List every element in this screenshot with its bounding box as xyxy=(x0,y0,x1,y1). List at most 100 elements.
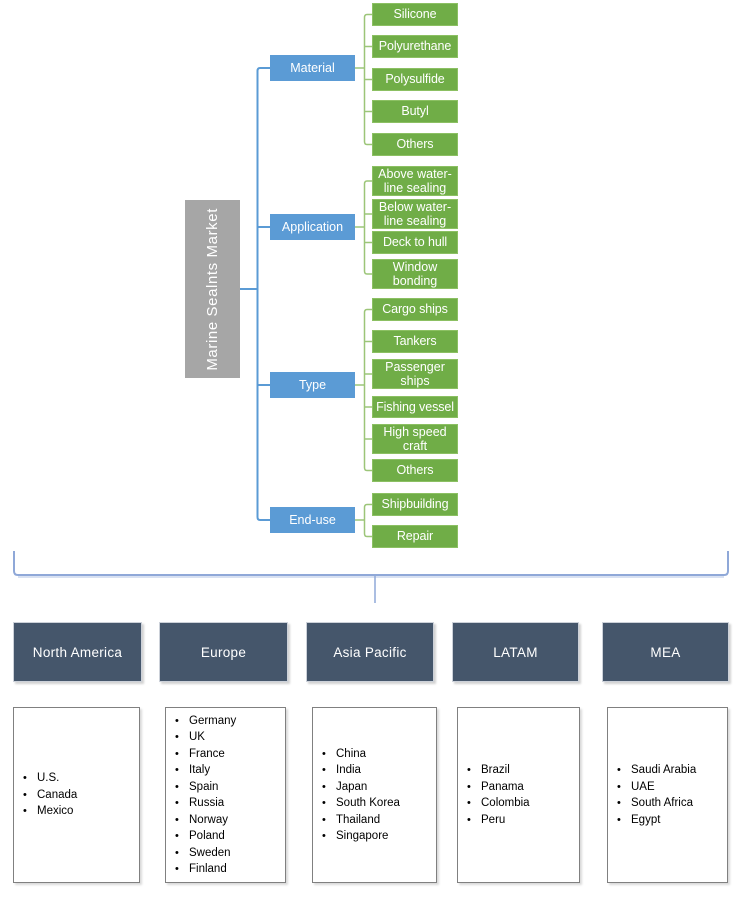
segment-child-butyl: Butyl xyxy=(372,100,458,123)
country-label: Mexico xyxy=(37,805,74,818)
bullet-icon: • xyxy=(175,797,179,809)
segment-child-label: Cargo ships xyxy=(382,302,448,317)
segment-child-label: Butyl xyxy=(401,104,429,119)
country-item: •China xyxy=(322,746,434,763)
region-header-label: MEA xyxy=(650,644,681,660)
bullet-icon: • xyxy=(617,797,621,809)
country-label: South Korea xyxy=(336,797,400,809)
country-item: •Sweden xyxy=(175,845,283,862)
country-item: • Mexico xyxy=(23,803,137,820)
bullet-icon: • xyxy=(322,830,326,842)
segment-child-repair: Repair xyxy=(372,525,458,548)
country-label: France xyxy=(189,747,225,760)
root-node-label: Marine Sealnts Market xyxy=(204,207,221,371)
bullet-icon: • xyxy=(322,813,326,826)
country-label: Panama xyxy=(481,780,524,793)
country-label: Germany xyxy=(189,714,237,727)
segment-child-others: Others xyxy=(372,459,458,482)
segment-child-label: Polyurethane xyxy=(378,39,452,54)
country-label: Egypt xyxy=(631,813,661,826)
region-countries-asia-pacific: •China•India•Japan•South Korea•Thailand•… xyxy=(312,707,437,883)
bullet-icon: • xyxy=(322,747,326,760)
bullet-icon: • xyxy=(467,780,471,793)
segment-child-high-speed-craft: High speed craft xyxy=(372,424,458,454)
segment-node-material: Material xyxy=(270,55,355,81)
country-item: • Germany xyxy=(175,713,283,730)
segment-child-above-water-line-sealing: Above water-line sealing xyxy=(372,166,458,196)
segment-node-label: End-use xyxy=(289,513,336,527)
bullet-icon: • xyxy=(23,788,27,801)
connector xyxy=(240,67,270,521)
country-label: Saudi Arabia xyxy=(631,764,697,776)
country-label: Norway xyxy=(189,813,228,826)
region-countries-latam: •Brazil•Panama•Colombia•Peru xyxy=(457,707,580,883)
country-item: •U.S. xyxy=(23,770,137,787)
segment-child-tankers: Tankers xyxy=(372,330,458,353)
country-label: Spain xyxy=(189,780,219,793)
bullet-icon: • xyxy=(322,780,326,793)
country-label: Italy xyxy=(189,764,211,776)
region-header-label: LATAM xyxy=(493,644,538,660)
segment-child-label: Window bonding xyxy=(392,259,438,289)
bullet-icon: • xyxy=(322,797,326,809)
country-item: • Finland xyxy=(175,861,283,878)
country-item: • Panama xyxy=(467,779,577,796)
country-item: •Spain xyxy=(175,779,283,796)
country-label: South Africa xyxy=(631,797,694,809)
region-header-europe: Europe xyxy=(159,622,288,682)
country-item: •Italy xyxy=(175,762,283,779)
country-item: • South Africa xyxy=(617,795,725,812)
bullet-icon: • xyxy=(175,731,179,743)
country-item: • Brazil xyxy=(467,762,577,779)
country-item: •UK xyxy=(175,729,283,746)
country-item: •Russia xyxy=(175,795,283,812)
segment-child-passenger-ships: Passenger ships xyxy=(372,359,458,389)
region-countries-mea: •Saudi Arabia•UAE•South Africa•Egypt xyxy=(607,707,728,883)
segment-child-cargo-ships: Cargo ships xyxy=(372,298,458,321)
bullet-icon: • xyxy=(617,764,621,776)
region-header-north-america: North America xyxy=(13,622,142,682)
region-countries-north-america: •U.S.•Canada•Mexico xyxy=(13,707,140,883)
bullet-icon: • xyxy=(175,830,179,842)
segment-node-label: Material xyxy=(290,61,335,75)
bullet-icon: • xyxy=(175,714,179,727)
bullet-icon: • xyxy=(23,805,27,818)
connector xyxy=(355,180,372,275)
segment-node-label: Type xyxy=(298,378,327,392)
segment-child-label: Shipbuilding xyxy=(381,497,449,512)
segment-node-type: Type xyxy=(270,372,355,398)
country-label: Finland xyxy=(189,863,227,875)
country-item: •UAE xyxy=(617,779,725,796)
country-label: Brazil xyxy=(481,764,510,776)
country-item: • France xyxy=(175,746,283,763)
segment-child-silicone: Silicone xyxy=(372,3,458,26)
bullet-icon: • xyxy=(175,747,179,760)
country-label: Thailand xyxy=(336,813,381,826)
country-item: • India xyxy=(322,762,434,779)
segment-child-label: Fishing vessel xyxy=(376,399,454,414)
bullet-icon: • xyxy=(322,764,326,776)
bullet-icon: • xyxy=(23,772,27,785)
country-label: India xyxy=(336,764,361,776)
segment-child-below-water-line-sealing: Below water-line sealing xyxy=(372,199,458,229)
segment-child-deck-to-hull: Deck to hull xyxy=(372,231,458,254)
bullet-icon: • xyxy=(175,863,179,875)
country-label: Peru xyxy=(481,813,506,826)
country-item: •Norway xyxy=(175,812,283,829)
segment-child-window-bonding: Window bonding xyxy=(372,259,458,289)
country-item: • Saudi Arabia xyxy=(617,762,725,779)
region-countries-europe: •Germany•UK•France•Italy•Spain•Russia•No… xyxy=(165,707,286,883)
root-node: Marine Sealnts Market xyxy=(185,200,240,378)
country-label: Colombia xyxy=(481,797,530,809)
bullet-icon: • xyxy=(467,797,471,809)
bullet-icon: • xyxy=(467,764,471,776)
segment-child-polysulfide: Polysulfide xyxy=(372,68,458,91)
segment-child-label: Deck to hull xyxy=(382,235,448,250)
segment-child-label: Above water-line sealing xyxy=(378,166,452,196)
country-item: • Canada xyxy=(23,787,137,804)
country-label: Canada xyxy=(37,788,78,801)
segment-child-fishing-vessel: Fishing vessel xyxy=(372,396,458,418)
bullet-icon: • xyxy=(175,846,179,859)
connector xyxy=(13,551,729,576)
